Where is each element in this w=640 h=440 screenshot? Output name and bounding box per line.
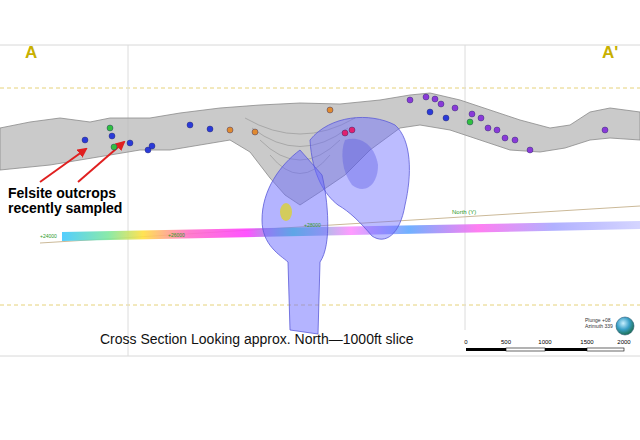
grid-coordinate: +24000	[40, 234, 57, 240]
intrusive-body	[262, 150, 328, 334]
axis-label: North (Y)	[452, 209, 476, 216]
sample-point	[452, 105, 458, 111]
sample-point	[227, 127, 233, 133]
scale-bar	[466, 348, 506, 351]
section-end-label: A'	[602, 44, 618, 63]
grid-line	[128, 45, 129, 356]
sample-point	[109, 133, 115, 139]
grid-line	[0, 305, 640, 306]
grid-coordinate: +28000	[304, 223, 321, 229]
sample-point	[82, 137, 88, 143]
section-end-label: A	[25, 44, 37, 63]
sample-point	[427, 109, 433, 115]
leader-arrow	[78, 142, 124, 182]
scale-bar	[587, 348, 624, 351]
mineral-zone	[280, 203, 292, 221]
sample-point	[527, 147, 533, 153]
callout-note: Felsite outcrops recently sampled	[8, 186, 148, 217]
view-orientation: Plunge +08 Azimuth 339	[585, 318, 619, 329]
sample-point	[349, 127, 355, 133]
sample-point	[107, 125, 113, 131]
scale-number: 1500	[580, 339, 593, 346]
sample-point	[602, 127, 608, 133]
sample-point	[342, 130, 348, 136]
sample-point	[127, 140, 133, 146]
sample-point	[438, 101, 444, 107]
sample-point	[494, 127, 500, 133]
frame-line	[0, 45, 640, 46]
sample-point	[149, 143, 155, 149]
resistivity-slice	[62, 221, 640, 241]
sample-point	[512, 137, 518, 143]
sample-point	[467, 119, 473, 125]
scale-number: 1000	[538, 339, 551, 346]
orientation-globe	[616, 317, 634, 335]
scale-number: 2000	[617, 339, 630, 346]
grid-line	[0, 88, 640, 89]
scale-bar	[545, 348, 587, 351]
sample-point	[207, 126, 213, 132]
intrusive-body	[342, 139, 378, 189]
sample-point	[432, 96, 438, 102]
sample-point	[407, 97, 413, 103]
grid-line	[465, 45, 466, 330]
sample-point	[478, 115, 484, 121]
grid-coordinate: +26000	[168, 233, 185, 239]
sample-point	[502, 135, 508, 141]
leader-arrow	[40, 149, 86, 182]
sample-point	[187, 122, 193, 128]
scale-bar	[506, 348, 545, 351]
north-axis	[40, 206, 640, 243]
sample-point	[327, 107, 333, 113]
scale-number: 0	[464, 339, 467, 346]
frame-line	[0, 356, 640, 357]
scale-number: 500	[501, 339, 511, 346]
sample-point	[252, 129, 258, 135]
figure-caption: Cross Section Looking approx. North—1000…	[100, 332, 414, 347]
sample-point	[485, 125, 491, 131]
sample-point	[443, 115, 449, 121]
sample-point	[469, 111, 475, 117]
sample-point	[111, 144, 117, 150]
sample-point	[423, 94, 429, 100]
